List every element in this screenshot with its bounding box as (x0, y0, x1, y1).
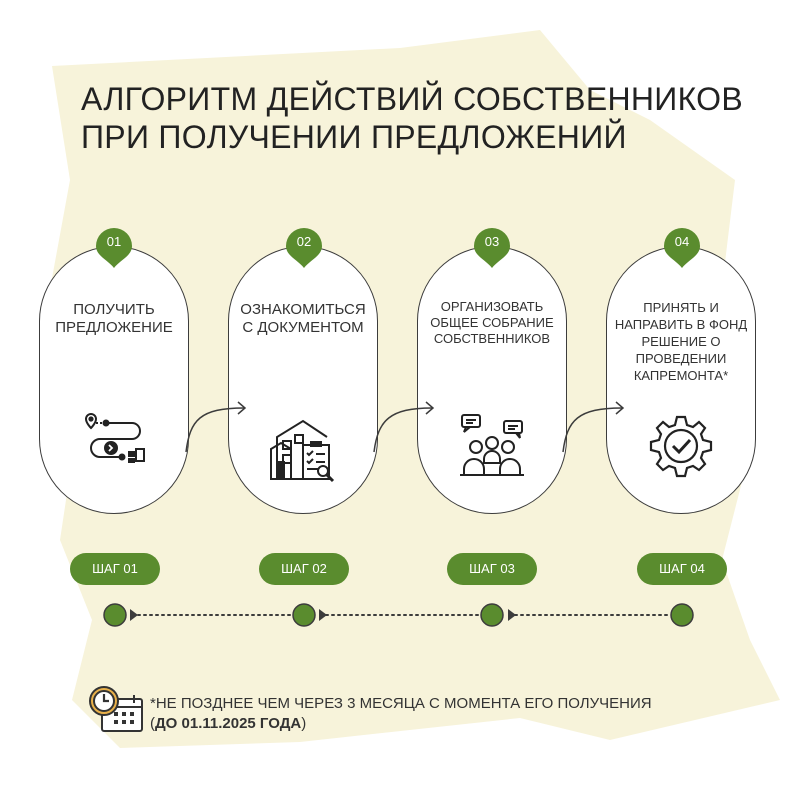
step-label-4: ШАГ 04 (637, 553, 727, 585)
footnote-line-2: (ДО 01.11.2025 ГОДА) (150, 715, 307, 732)
step-label-2: ШАГ 02 (259, 553, 349, 585)
step-card-3-text: ОРГАНИЗОВАТЬ ОБЩЕЕ СОБРАНИЕ СОБСТВЕННИКО… (430, 299, 554, 346)
step-pin-2: 02 (284, 226, 324, 270)
step-card-4: ПРИНЯТЬ И НАПРАВИТЬ В ФОНД РЕШЕНИЕ О ПРО… (606, 246, 756, 514)
footnote: *НЕ ПОЗДНЕЕ ЧЕМ ЧЕРЕЗ 3 МЕСЯЦА С МОМЕНТА… (150, 694, 652, 734)
step-card-4-text: ПРИНЯТЬ И НАПРАВИТЬ В ФОНД РЕШЕНИЕ О ПРО… (614, 300, 748, 383)
route-delivery-icon (84, 413, 145, 463)
step-pin-3-number: 03 (484, 234, 500, 249)
step-label-3: ШАГ 03 (447, 553, 537, 585)
step-pin-1-number: 01 (106, 234, 122, 249)
step-card-2-text: ОЗНАКОМИТЬСЯ С ДОКУМЕНТОМ (240, 301, 366, 336)
step-label-1: ШАГ 01 (70, 553, 160, 585)
step-pin-2-number: 02 (296, 234, 312, 249)
title-line-2: ПРИ ПОЛУЧЕНИИ ПРЕДЛОЖЕНИЙ (81, 119, 627, 155)
clock-calendar-icon (89, 686, 143, 732)
step-card-2: ОЗНАКОМИТЬСЯ С ДОКУМЕНТОМ (228, 246, 378, 514)
meeting-chat-icon (460, 414, 524, 476)
gear-check-icon (649, 415, 713, 478)
step-pin-4-number: 04 (674, 234, 690, 249)
step-pin-4: 04 (662, 226, 702, 270)
step-card-1: ПОЛУЧИТЬ ПРЕДЛОЖЕНИЕ (39, 246, 189, 514)
footnote-deadline: ДО 01.11.2025 ГОДА (155, 715, 302, 732)
step-card-3: ОРГАНИЗОВАТЬ ОБЩЕЕ СОБРАНИЕ СОБСТВЕННИКО… (417, 246, 567, 514)
page-title: АЛГОРИТМ ДЕЙСТВИЙ СОБСТВЕННИКОВ ПРИ ПОЛУ… (81, 80, 743, 156)
step-pin-1: 01 (94, 226, 134, 270)
step-card-1-text: ПОЛУЧИТЬ ПРЕДЛОЖЕНИЕ (55, 301, 173, 336)
title-line-1: АЛГОРИТМ ДЕЙСТВИЙ СОБСТВЕННИКОВ (81, 81, 744, 117)
footnote-line-1: *НЕ ПОЗДНЕЕ ЧЕМ ЧЕРЕЗ 3 МЕСЯЦА С МОМЕНТА… (150, 695, 652, 712)
step-pin-3: 03 (472, 226, 512, 270)
building-document-icon (270, 419, 335, 483)
